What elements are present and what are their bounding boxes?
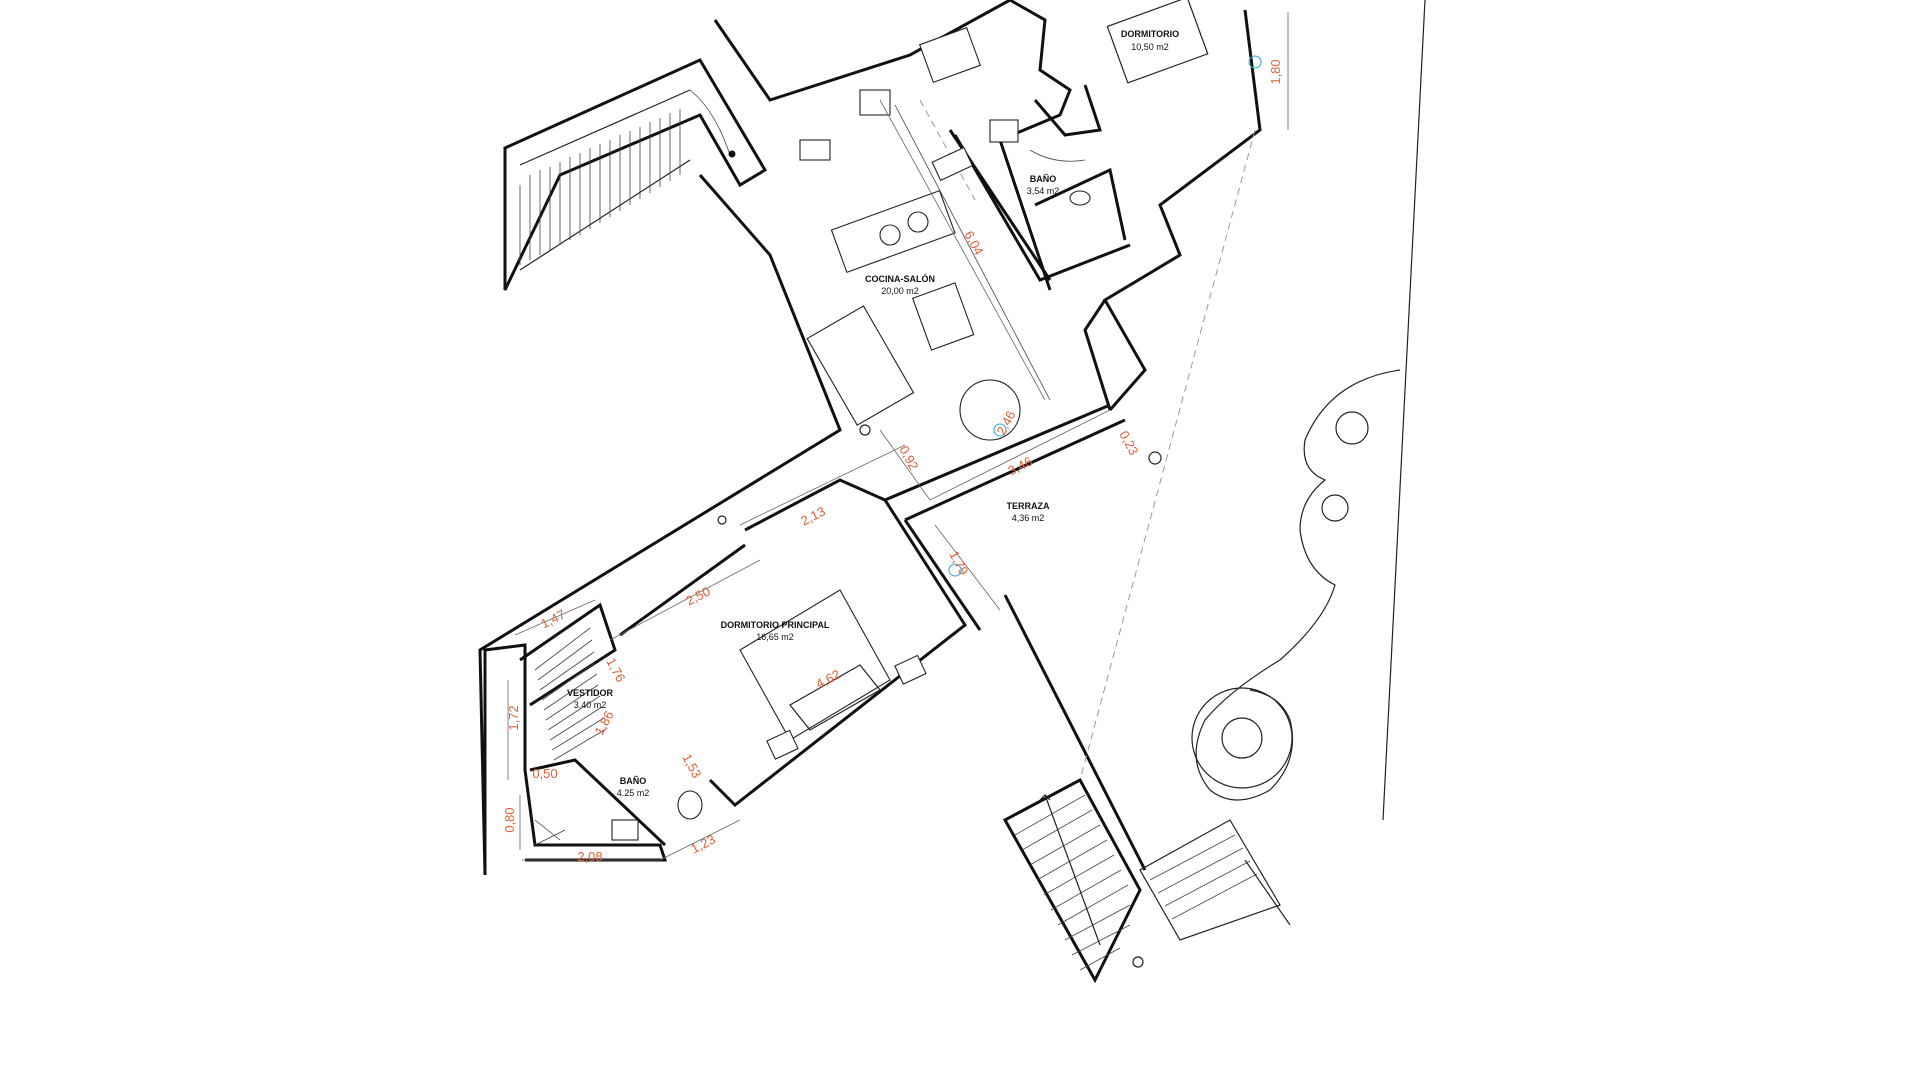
svg-text:20,00 m2: 20,00 m2 xyxy=(881,286,919,296)
svg-text:4.25 m2: 4.25 m2 xyxy=(617,788,650,798)
column-markers xyxy=(717,55,1262,577)
svg-text:16,65 m2: 16,65 m2 xyxy=(756,632,794,642)
dim-2-08: 2,08 xyxy=(577,849,602,864)
bathroom-1-walls xyxy=(953,119,1131,282)
guide-lines xyxy=(919,99,1256,781)
svg-text:4,36 m2: 4,36 m2 xyxy=(1012,513,1045,523)
room-label-vestidor: VESTIDOR 3.40 m2 xyxy=(567,688,614,710)
room-label-bano-2: BAÑO 4.25 m2 xyxy=(617,776,650,798)
dim-1-72: 1,72 xyxy=(506,705,521,730)
svg-text:3.40 m2: 3.40 m2 xyxy=(574,700,607,710)
room-label-cocina-salon: COCINA-SALÓN 20,00 m2 xyxy=(865,273,935,296)
svg-text:DORMITORIO: DORMITORIO xyxy=(1121,29,1179,39)
room-label-terraza: TERRAZA 4,36 m2 xyxy=(1007,501,1050,523)
dim-1-80: 1,80 xyxy=(1268,59,1283,84)
svg-text:3,54 m2: 3,54 m2 xyxy=(1027,186,1060,196)
dimension-lines xyxy=(507,12,1289,861)
dim-2-13: 2,13 xyxy=(798,504,827,529)
dim-1-86: 1,86 xyxy=(591,708,616,737)
svg-text:10,50 m2: 10,50 m2 xyxy=(1131,42,1169,52)
dim-0-50: 0,50 xyxy=(532,766,557,781)
dim-1-76: 1,76 xyxy=(603,655,628,684)
outer-walls xyxy=(478,0,1262,876)
dim-3-46: 3,46 xyxy=(1005,454,1034,479)
room-label-dormitorio: DORMITORIO 10,50 m2 xyxy=(1121,29,1179,52)
room-label-bano-1: BAÑO 3,54 m2 xyxy=(1027,174,1060,196)
bathroom-2-fixtures xyxy=(534,790,703,846)
dim-0-23: 0,23 xyxy=(1116,428,1141,457)
room-label-dormitorio-principal: DORMITORIO PRINCIPAL 16,65 m2 xyxy=(721,620,830,642)
svg-text:TERRAZA: TERRAZA xyxy=(1007,501,1050,511)
staircase-upper xyxy=(503,58,768,291)
svg-text:VESTIDOR: VESTIDOR xyxy=(567,688,614,698)
dim-1-53: 1,53 xyxy=(679,751,704,780)
dim-1-23: 1,23 xyxy=(688,832,717,857)
svg-text:BAÑO: BAÑO xyxy=(1030,174,1057,184)
exterior-stairs xyxy=(1002,777,1281,984)
dimension-labels: 1,80 6,04 0,92 2,46 3,46 0,23 2,13 1,79 … xyxy=(502,59,1283,864)
svg-text:BAÑO: BAÑO xyxy=(620,776,647,786)
dim-0-80: 0,80 xyxy=(502,807,517,832)
garden-features xyxy=(1191,0,1426,926)
svg-text:DORMITORIO PRINCIPAL: DORMITORIO PRINCIPAL xyxy=(721,620,830,630)
dim-6-04: 6,04 xyxy=(961,228,986,257)
closet-shelves xyxy=(534,627,607,761)
kitchen-furniture xyxy=(799,89,1051,441)
bedroom-furniture xyxy=(619,543,927,760)
svg-text:COCINA-SALÓN: COCINA-SALÓN xyxy=(865,273,935,284)
